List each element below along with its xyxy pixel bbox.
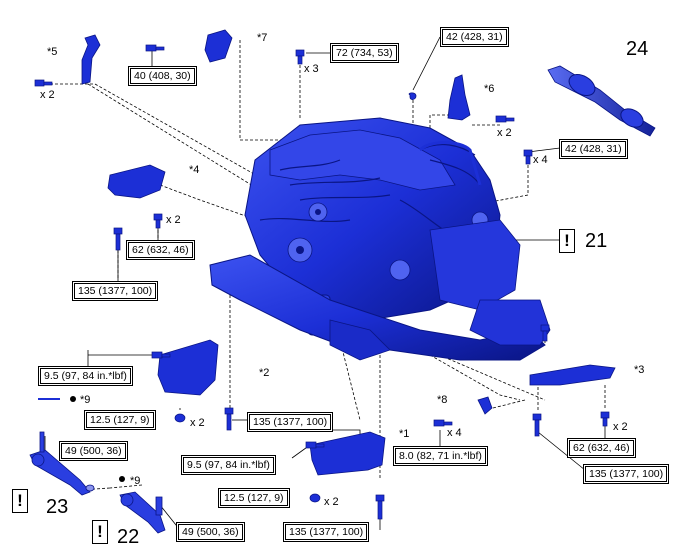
torque-value: 49 (500, 36)	[178, 524, 243, 540]
torque-value: 135 (1377, 100)	[585, 466, 668, 482]
caution-icon: !	[12, 489, 28, 513]
callout-number: 23	[46, 496, 69, 518]
torque-spec: 12.5 (127, 9)	[84, 410, 156, 430]
torque-value: 135 (1377, 100)	[74, 283, 157, 299]
callout-number: 24	[626, 38, 649, 60]
torque-spec: 9.5 (97, 84 in.*lbf)	[38, 366, 133, 386]
part-label: *9	[80, 394, 91, 406]
part-label: *6	[484, 83, 495, 95]
torque-spec: 9.5 (97, 84 in.*lbf)	[181, 455, 276, 475]
torque-spec: 135 (1377, 100)	[583, 464, 670, 484]
quantity-label: x 2	[497, 127, 512, 139]
part-label: *1	[399, 428, 410, 440]
bolts	[34, 44, 610, 520]
part-label: *4	[189, 164, 200, 176]
torque-value: 12.5 (127, 9)	[86, 412, 154, 428]
quantity-label: x 2	[324, 496, 339, 508]
subframe	[209, 254, 551, 361]
torque-spec: 62 (632, 46)	[567, 438, 636, 458]
quantity-label: x 4	[533, 154, 548, 166]
torque-value: 42 (428, 31)	[442, 29, 507, 45]
torque-value: 40 (408, 30)	[130, 68, 195, 84]
tie-rod-ends	[29, 431, 166, 534]
torque-spec: 40 (408, 30)	[128, 66, 197, 86]
part-label: *9	[130, 475, 141, 487]
torque-spec: 49 (500, 36)	[59, 441, 128, 461]
quantity-label: x 3	[304, 63, 319, 75]
part-label: *3	[634, 364, 645, 376]
torque-spec: 135 (1377, 100)	[283, 522, 370, 542]
torque-spec: 8.0 (82, 71 in.*lbf)	[393, 446, 488, 466]
torque-value: 9.5 (97, 84 in.*lbf)	[183, 457, 274, 473]
torque-value: 42 (428, 31)	[561, 141, 626, 157]
torque-spec: 72 (734, 53)	[330, 43, 399, 63]
callout-number: 21	[585, 230, 608, 252]
caution-icon: !	[559, 229, 575, 253]
part-label: *8	[437, 394, 448, 406]
torque-spec: 135 (1377, 100)	[247, 412, 334, 432]
torque-value: 135 (1377, 100)	[249, 414, 332, 430]
clip-dot-icon	[70, 396, 76, 402]
torque-value: 62 (632, 46)	[128, 242, 193, 258]
torque-spec: 62 (632, 46)	[126, 240, 195, 260]
quantity-label: x 4	[447, 427, 462, 439]
torque-value: 8.0 (82, 71 in.*lbf)	[395, 448, 486, 464]
torque-value: 72 (734, 53)	[332, 45, 397, 61]
torque-value: 12.5 (127, 9)	[220, 490, 288, 506]
clip-dot-icon	[119, 476, 125, 482]
torque-spec: 42 (428, 31)	[559, 139, 628, 159]
quantity-label: x 2	[166, 214, 181, 226]
torque-spec: 42 (428, 31)	[440, 27, 509, 47]
drive-shaft	[547, 65, 656, 137]
torque-value: 62 (632, 46)	[569, 440, 634, 456]
part-label: *2	[259, 367, 270, 379]
callout-number: 22	[117, 526, 140, 548]
part-label: *7	[257, 32, 268, 44]
part-label: *5	[47, 46, 58, 58]
quantity-label: x 2	[190, 417, 205, 429]
torque-spec: 135 (1377, 100)	[72, 281, 159, 301]
torque-spec: 12.5 (127, 9)	[218, 488, 290, 508]
quantity-label: x 2	[613, 421, 628, 433]
caution-icon: !	[92, 520, 108, 544]
brackets	[81, 29, 616, 476]
torque-value: 49 (500, 36)	[61, 443, 126, 459]
torque-value: 9.5 (97, 84 in.*lbf)	[40, 368, 131, 384]
quantity-label: x 2	[40, 89, 55, 101]
torque-value: 135 (1377, 100)	[285, 524, 368, 540]
torque-spec: 49 (500, 36)	[176, 522, 245, 542]
